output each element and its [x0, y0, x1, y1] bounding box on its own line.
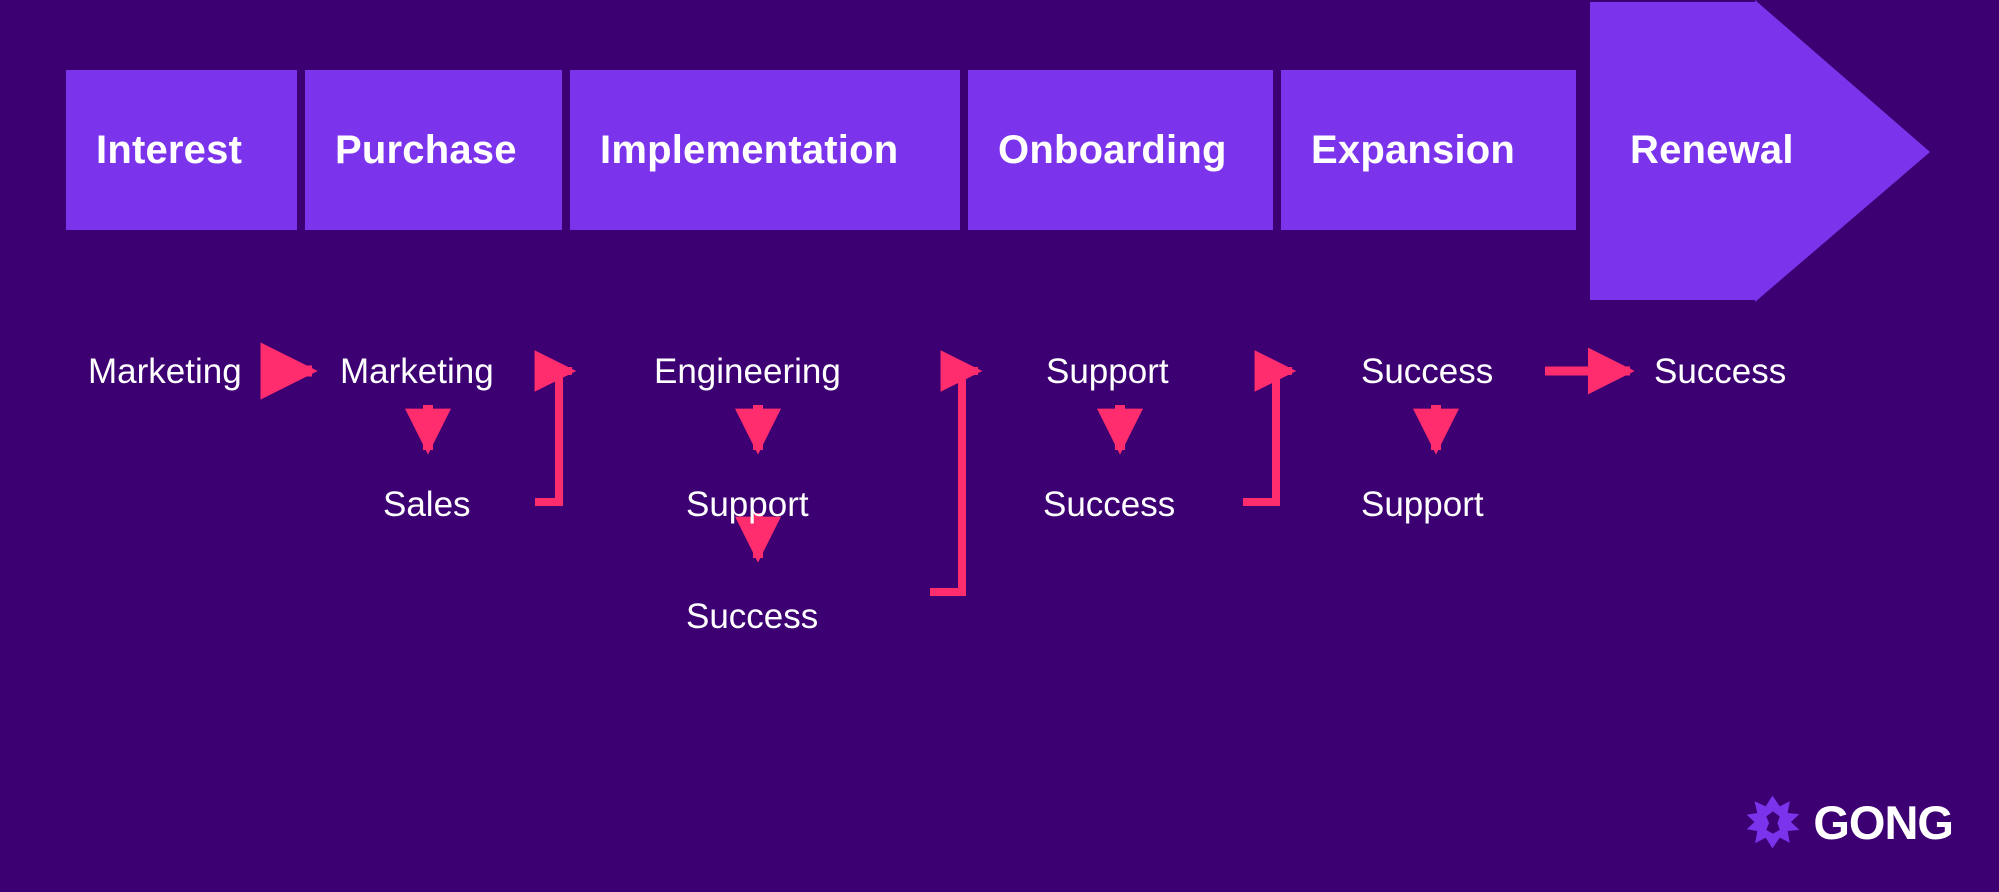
stage-box-renewal[interactable]: Renewal: [1590, 70, 1793, 230]
connector-implementation-to-onboarding: [930, 350, 983, 596]
stage-label-renewal: Renewal: [1630, 127, 1794, 172]
stage-box-interest[interactable]: Interest: [66, 70, 297, 230]
stage-banner: Interest Purchase Implementation Onboard…: [0, 0, 1999, 310]
gong-logo[interactable]: GONG: [1745, 794, 1954, 850]
team-label-implementation-support: Support: [686, 485, 809, 524]
team-label-implementation-engineering: Engineering: [654, 352, 841, 391]
stage-label-onboarding: Onboarding: [998, 127, 1227, 172]
connector-purchase-to-implementation: [534, 350, 577, 506]
stage-box-onboarding[interactable]: Onboarding: [968, 70, 1273, 230]
stage-label-interest: Interest: [96, 127, 243, 172]
connector-onboarding-to-expansion: [1243, 350, 1297, 506]
stage-label-implementation: Implementation: [600, 127, 899, 172]
team-label-interest-marketing: Marketing: [88, 352, 242, 391]
team-handoff-flow: Marketing Marketing Engineering Support …: [0, 310, 1999, 710]
team-label-onboarding-success: Success: [1043, 485, 1176, 524]
team-label-renewal-success: Success: [1654, 352, 1787, 391]
gong-wordmark: GONG: [1813, 795, 1954, 849]
gong-starburst-icon: [1747, 795, 1800, 849]
team-label-expansion-support: Support: [1361, 485, 1484, 524]
stage-box-purchase[interactable]: Purchase: [305, 70, 562, 230]
stage-box-expansion[interactable]: Expansion: [1281, 70, 1576, 230]
team-label-implementation-success: Success: [686, 597, 819, 636]
stage-label-expansion: Expansion: [1311, 127, 1516, 172]
stage-label-purchase: Purchase: [335, 127, 517, 172]
team-label-expansion-success: Success: [1361, 352, 1494, 391]
team-label-purchase-sales: Sales: [383, 485, 471, 524]
team-label-onboarding-support: Support: [1046, 352, 1169, 391]
team-label-purchase-marketing: Marketing: [340, 352, 494, 391]
stage-box-implementation[interactable]: Implementation: [570, 70, 960, 230]
